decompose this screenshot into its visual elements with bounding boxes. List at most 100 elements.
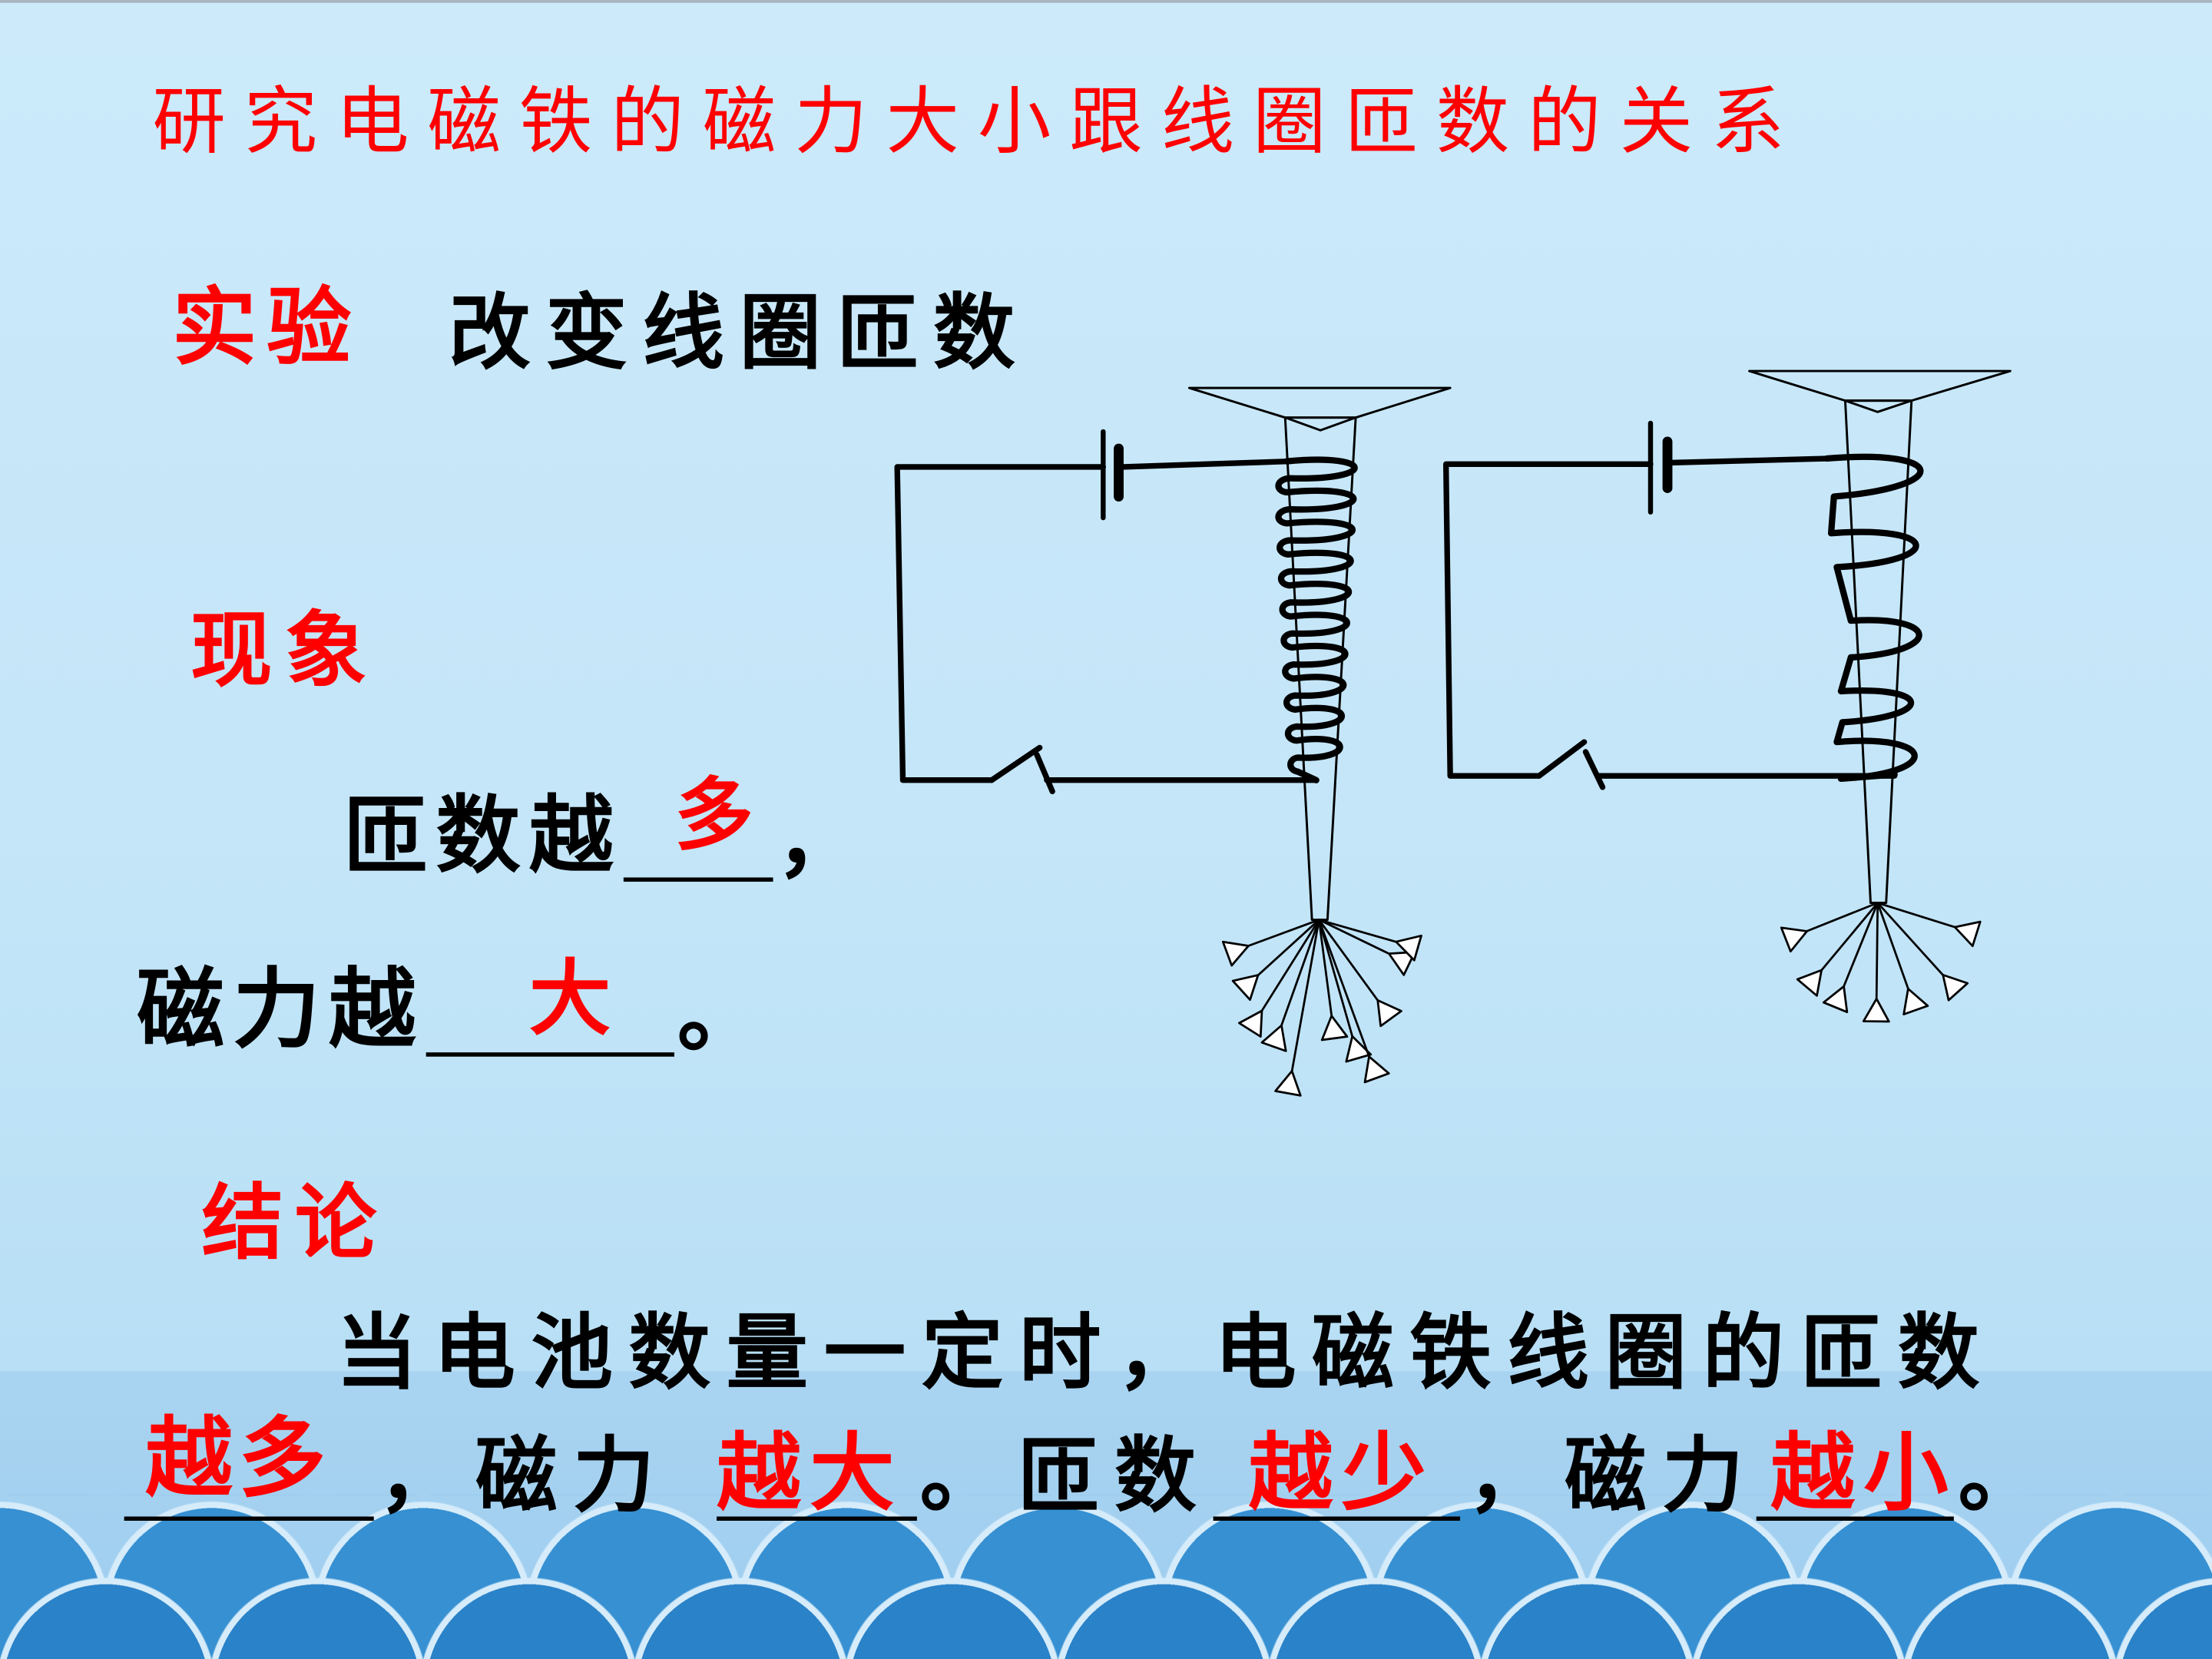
- tack: [1780, 902, 1879, 953]
- switch-contact: [1034, 751, 1055, 795]
- conclusion-answer-3: 越少: [1248, 1425, 1435, 1524]
- tack: [1862, 902, 1890, 1023]
- tack-head: [1345, 1035, 1373, 1063]
- coil: [1275, 456, 1358, 783]
- tack: [1876, 902, 1969, 1002]
- tack-head: [1862, 998, 1890, 1023]
- blank-underline: [1756, 1516, 1954, 1521]
- tack-pin: [1248, 919, 1320, 1031]
- tack-head: [1902, 987, 1929, 1015]
- coil: [1823, 453, 1924, 783]
- tack-pin: [1317, 919, 1360, 1059]
- tack-head: [1274, 1070, 1302, 1097]
- switch: [1536, 739, 1606, 790]
- phenomenon-line2-answer: 大: [528, 950, 611, 1047]
- switch-arm: [1536, 739, 1588, 779]
- conclusion-text-1: ，磁力: [378, 1427, 671, 1524]
- nail-shaft: [1283, 416, 1357, 922]
- tack-pin: [1317, 919, 1392, 1020]
- tack-head: [1231, 974, 1260, 1002]
- tack-pin: [1286, 919, 1320, 1094]
- tack-pin: [1784, 902, 1879, 941]
- tack-pin: [1273, 919, 1320, 1048]
- blank-underline: [717, 1516, 917, 1521]
- battery: [1101, 429, 1124, 521]
- wire-left-loop: [894, 464, 1106, 783]
- iron-nail: [1748, 369, 2012, 904]
- iron-nail: [1187, 386, 1452, 922]
- tack-head: [1376, 999, 1402, 1028]
- tack-head: [1260, 1024, 1287, 1052]
- tack-pin: [1240, 919, 1320, 992]
- tack-pin: [1876, 902, 1959, 993]
- phenomenon-line1-answer: 多: [674, 770, 753, 863]
- tack-head: [1320, 1015, 1349, 1041]
- tack-head: [1942, 973, 1969, 1002]
- tack-pin: [1317, 919, 1419, 949]
- switch: [988, 744, 1055, 795]
- blank-underline: [623, 877, 773, 882]
- tack-pin: [1317, 919, 1336, 1040]
- tack-head: [1238, 1009, 1263, 1038]
- tack-pin: [1876, 902, 1978, 935]
- tack: [1317, 919, 1416, 976]
- tack-head: [1796, 969, 1823, 997]
- circuit-more-turns: [894, 386, 1452, 1097]
- phenomenon-line1-prefix: 匝数越: [343, 786, 622, 886]
- tack: [1876, 902, 1929, 1015]
- phenomenon-line2-suffix: 。: [677, 966, 762, 1065]
- tack: [1822, 902, 1879, 1014]
- tack-head: [1953, 920, 1982, 948]
- tack-pin: [1876, 902, 1917, 1012]
- experiment-label: 实验: [172, 279, 362, 379]
- tack: [1317, 919, 1349, 1041]
- experiment-text: 改变线圈匝数: [449, 285, 1031, 381]
- conclusion-answer-4: 越小: [1770, 1425, 1957, 1524]
- tacks-left: [1221, 919, 1422, 1097]
- tack: [1238, 919, 1320, 1038]
- conclusion-text-4: 。: [1958, 1427, 2040, 1524]
- tacks-right: [1780, 902, 1982, 1023]
- tack: [1876, 902, 1982, 948]
- nail-head-tip: [1843, 399, 1913, 413]
- tack: [1260, 919, 1320, 1052]
- tack-head: [1395, 934, 1422, 962]
- nail-shaft: [1843, 399, 1913, 904]
- switch-contact: [1582, 749, 1606, 790]
- wire-left-loop: [1442, 461, 1654, 779]
- tack: [1317, 919, 1373, 1063]
- circuit-fewer-turns: [1442, 369, 2012, 1023]
- phenomenon-line2-prefix: 磁力越: [137, 958, 425, 1061]
- tack-pin: [1875, 902, 1879, 1023]
- conclusion-text-3: ，磁力: [1467, 1427, 1760, 1524]
- tack-head: [1363, 1055, 1390, 1084]
- tack-pin: [1834, 902, 1879, 1008]
- tack: [1231, 919, 1320, 1002]
- tack-pin: [1226, 919, 1320, 955]
- tack-head: [1780, 926, 1809, 953]
- tack: [1796, 902, 1879, 997]
- blank-underline: [124, 1516, 374, 1521]
- tack-head: [1221, 940, 1250, 967]
- phenomenon-line1-suffix: ，: [776, 791, 861, 890]
- battery: [1647, 420, 1673, 515]
- nail-head: [1187, 386, 1452, 419]
- wire-battery-to-coil: [1120, 458, 1293, 470]
- nail-head: [1748, 369, 2012, 402]
- blank-underline: [426, 1052, 674, 1057]
- slide-title: 研究电磁铁的磁力大小跟线圈匝数的关系: [152, 80, 1803, 165]
- tack: [1274, 919, 1320, 1097]
- phenomenon-label: 现象: [190, 602, 380, 699]
- conclusion-label: 结论: [201, 1175, 389, 1271]
- wire-battery-to-coil: [1667, 455, 1833, 466]
- tack-pin: [1806, 902, 1879, 989]
- tack-head: [1822, 985, 1849, 1014]
- conclusion-answer-2: 越大: [717, 1425, 903, 1524]
- tack: [1317, 919, 1402, 1028]
- tack-head: [1388, 951, 1416, 976]
- tack: [1221, 919, 1320, 967]
- blank-underline: [1213, 1516, 1461, 1521]
- wave-decoration: [0, 1495, 2212, 1659]
